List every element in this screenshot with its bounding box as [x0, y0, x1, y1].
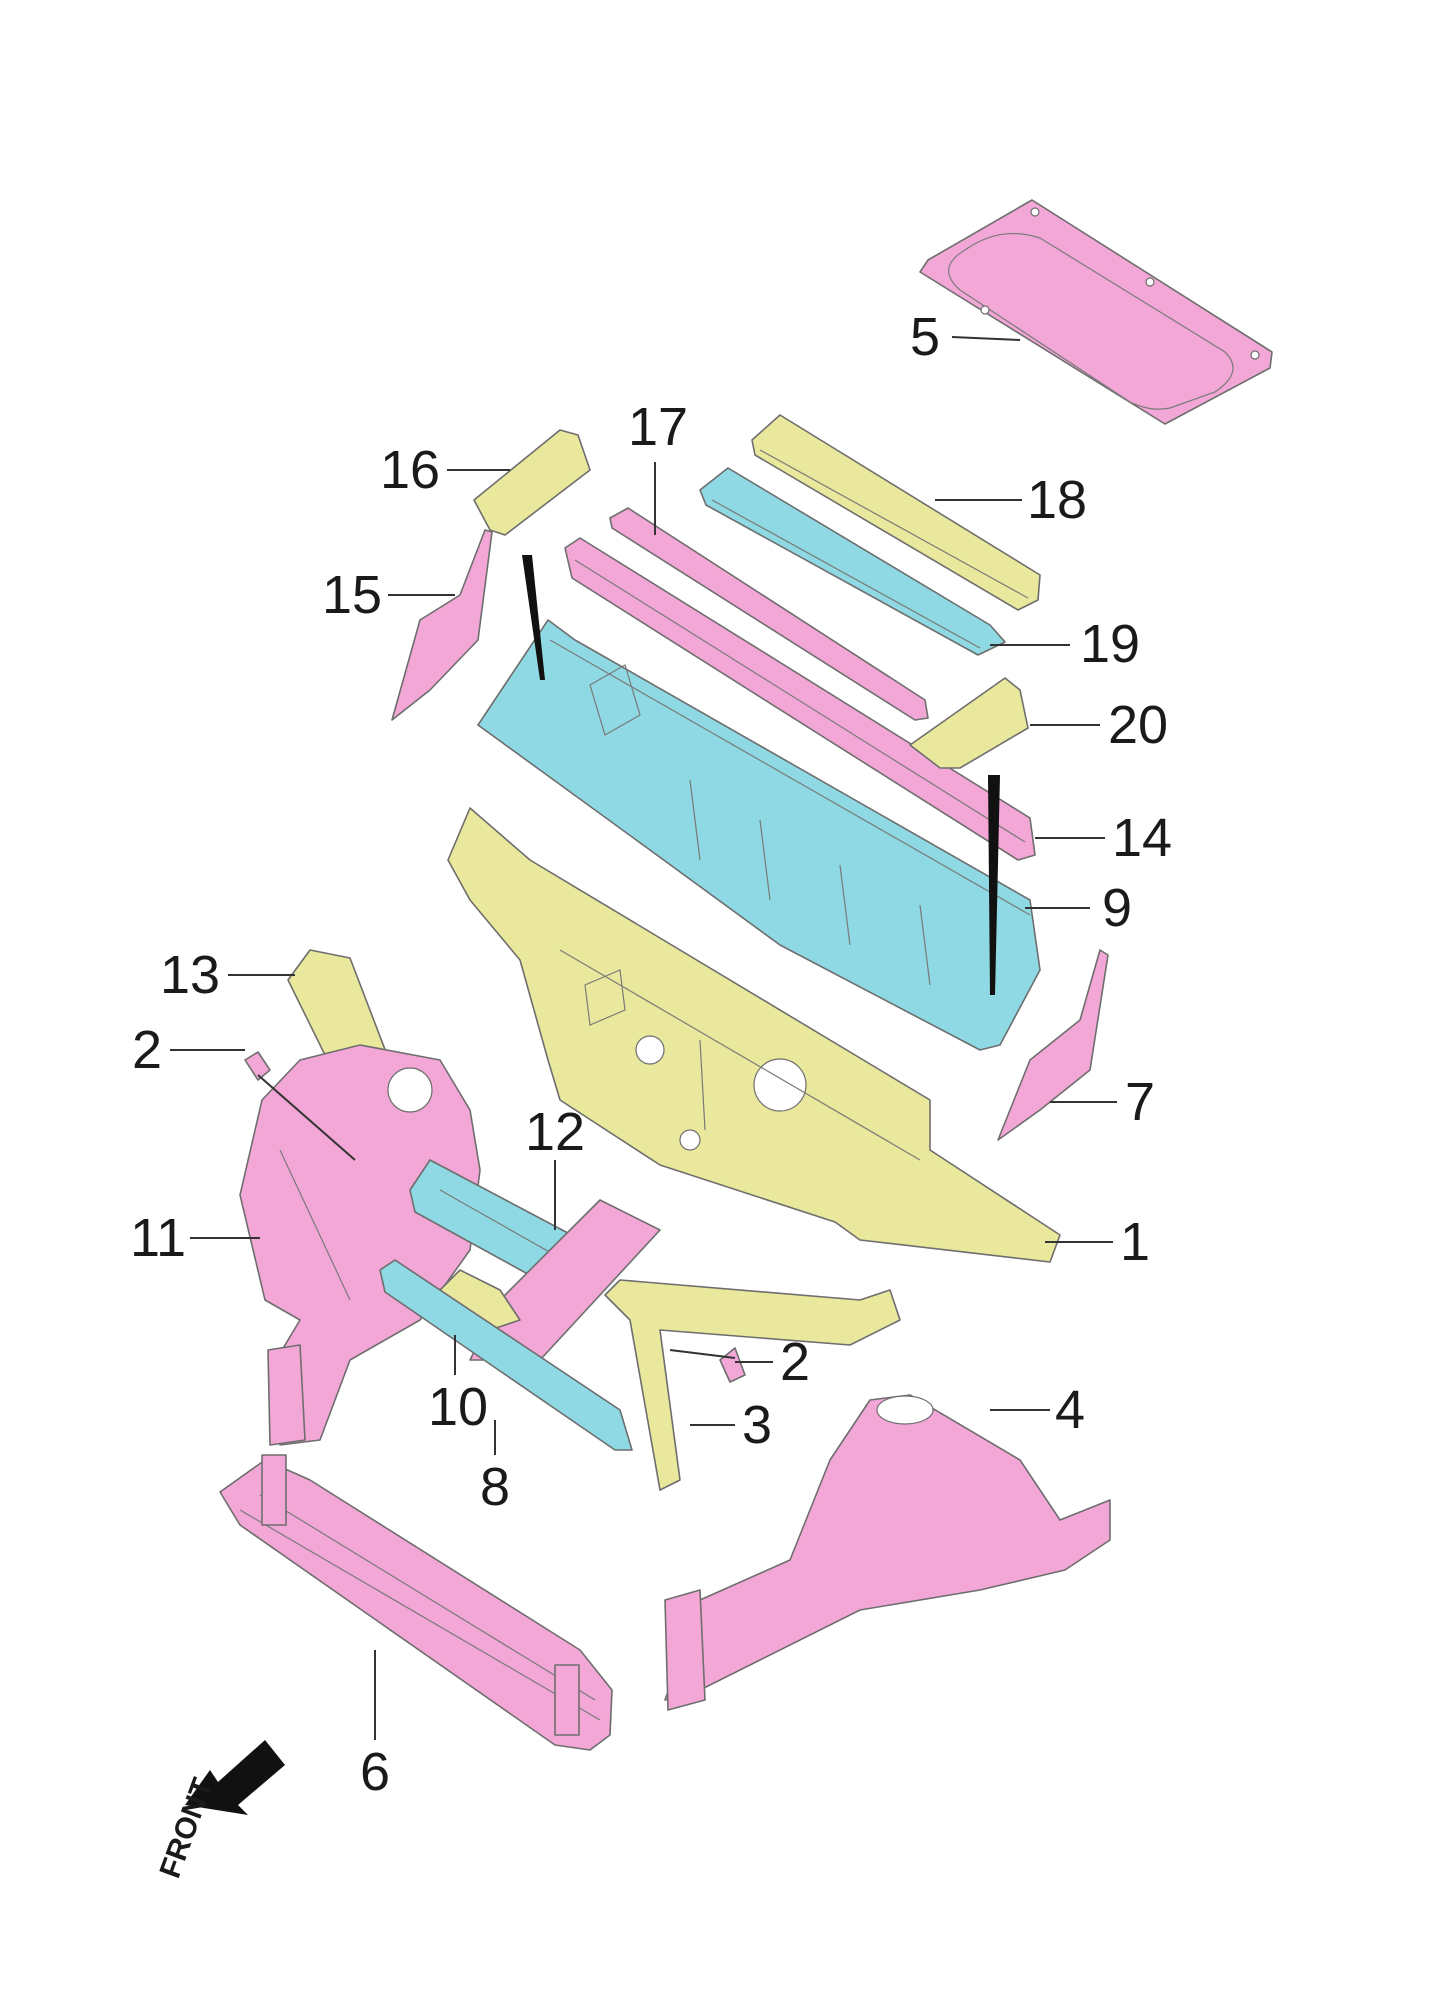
callout-17: 17 — [628, 397, 688, 457]
part-18-bar — [751, 414, 1041, 611]
part-19-bar — [699, 467, 1006, 656]
part-9-dash-panel — [477, 619, 1041, 1051]
callout-14: 14 — [1112, 808, 1172, 868]
callout-12: 12 — [525, 1102, 585, 1162]
part-3-strut — [604, 1279, 901, 1491]
callout-6: 6 — [360, 1742, 390, 1802]
leader-lines — [170, 336, 1117, 1740]
callout-3: 3 — [742, 1395, 772, 1455]
part-1-dash-lower — [447, 807, 1061, 1263]
callout-16: 16 — [380, 440, 440, 500]
front-label: FRONT — [154, 1774, 220, 1882]
front-arrow-icon — [185, 1740, 285, 1815]
part-8-rail — [379, 1259, 633, 1451]
part-6-bumper-beam — [219, 1454, 613, 1751]
callout-11: 11 — [130, 1208, 186, 1268]
callout-2-left: 2 — [132, 1020, 162, 1080]
callout-7: 7 — [1125, 1072, 1155, 1132]
callout-2-right: 2 — [780, 1332, 810, 1392]
wedge-marker-left — [522, 555, 545, 680]
part-2-bracket-right — [719, 1347, 746, 1383]
callout-13: 13 — [160, 945, 220, 1005]
part-20-bracket — [909, 677, 1029, 769]
part-7-corner — [997, 949, 1109, 1141]
part-5-panel — [919, 199, 1273, 425]
callout-5: 5 — [910, 307, 940, 367]
callout-20: 20 — [1108, 695, 1168, 755]
callout-4: 4 — [1055, 1380, 1085, 1440]
part-14-bar — [564, 537, 1036, 861]
callout-8: 8 — [480, 1457, 510, 1517]
part-2-bracket-left — [244, 1051, 271, 1081]
callout-15: 15 — [322, 565, 382, 625]
callout-19: 19 — [1080, 614, 1140, 674]
callout-18: 18 — [1027, 470, 1087, 530]
wedge-marker-right — [988, 775, 1000, 995]
part-17-strip — [609, 507, 929, 721]
part-15-corner — [391, 529, 493, 721]
part-16-bracket — [473, 429, 591, 536]
callout-10: 10 — [428, 1377, 488, 1437]
callout-9: 9 — [1102, 878, 1132, 938]
callout-1: 1 — [1120, 1212, 1150, 1272]
part-4-wheelhouse — [664, 1394, 1111, 1711]
